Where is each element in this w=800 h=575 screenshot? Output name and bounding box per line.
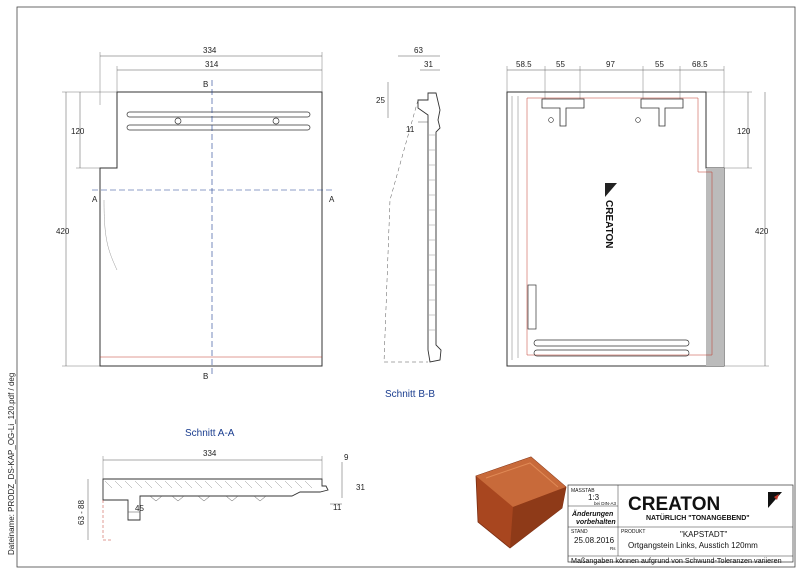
dim-11-bb: 11 (406, 125, 415, 134)
section-bb-hatch (429, 134, 435, 331)
dim-120-bottom: 120 (737, 127, 751, 136)
section-aa-label: Schnitt A-A (185, 428, 235, 439)
section-bb-profile (417, 92, 442, 363)
massstab-note: bei DIN-A3 (594, 501, 617, 506)
top-view-outline (99, 91, 323, 367)
dim-55-b: 55 (655, 60, 664, 69)
stand-value: 25.08.2016 (574, 536, 615, 545)
top-view-curve (103, 199, 118, 271)
dim-31-bb: 31 (424, 60, 433, 69)
bottom-view-red-inner (526, 97, 713, 356)
dim-9: 9 (344, 453, 349, 462)
changes-line-2: vorbehalten (576, 519, 616, 526)
stand-initials: Rs (610, 546, 616, 551)
bottom-logo-text: CREATON (603, 200, 614, 249)
bottom-rail-1 (533, 339, 690, 347)
side-file-note: Dateiname: PRODZ_DS-KAP_OG-Li_120.pdf / … (7, 373, 16, 555)
brand-logo-icon (768, 492, 782, 508)
dim-63: 63 (414, 46, 423, 55)
dim-314: 314 (205, 60, 219, 69)
stand-label: STAND (571, 529, 588, 535)
changes-line-1: Änderungen (571, 510, 613, 518)
bottom-view-shaded-edge (706, 168, 724, 366)
section-mark-b-bottom: B (203, 372, 208, 381)
bottom-view-outline (506, 91, 725, 367)
product-description: Ortgangstein Links, Ausstich 120mm (628, 541, 758, 550)
bottom-view-left-edge (511, 96, 519, 360)
tile-product-image (475, 456, 567, 549)
hole-right (635, 117, 641, 123)
tile-side-face (510, 487, 566, 548)
dim-45: 45 (135, 504, 144, 513)
dim-420: 420 (56, 227, 70, 236)
section-aa-view: Schnitt A-A 334 63 - 88 45 9 31 11 (77, 428, 365, 541)
brand-tagline: NATÜRLICH "TONANGEBEND" (646, 513, 750, 522)
dim-55-a: 55 (556, 60, 565, 69)
hook-right (640, 98, 684, 127)
massstab-value: 1:3 (588, 493, 600, 502)
sheet-frame (16, 6, 796, 568)
creaton-mark-icon (605, 183, 617, 197)
section-mark-a-left: A (92, 195, 98, 204)
section-bb-view: 63 31 25 11 Schnitt B-B (376, 46, 442, 400)
section-aa-profile (102, 478, 329, 521)
tile-ridge (485, 462, 559, 488)
dim-120-top: 120 (71, 127, 85, 136)
dim-31-aa: 31 (356, 483, 365, 492)
bottom-view: CREATON 58.5 55 97 55 68.5 120 420 (506, 60, 769, 367)
section-bb-phantom (383, 99, 428, 363)
section-aa-phantom (102, 500, 112, 541)
produkt-label: PRODUKT (621, 529, 645, 535)
section-aa-hatch (104, 480, 313, 489)
section-mark-a-right: A (329, 195, 335, 204)
brand-logo-accent-icon (774, 494, 779, 500)
dim-334: 334 (203, 46, 217, 55)
title-block: MASSTAB 1:3 bei DIN-A3 Änderungen vorbeh… (567, 484, 794, 565)
side-lug (527, 284, 537, 330)
dim-11-aa: 11 (333, 503, 342, 512)
section-bb-label: Schnitt B-B (385, 389, 435, 400)
dim-63-88: 63 - 88 (77, 500, 86, 525)
dim-97: 97 (606, 60, 615, 69)
section-aa-ribs (149, 495, 267, 502)
top-view-rail-2 (126, 124, 311, 131)
dim-58-5: 58.5 (516, 60, 532, 69)
top-view-rail-1 (126, 111, 311, 118)
dim-25: 25 (376, 96, 385, 105)
brand-name: CREATON (628, 494, 720, 515)
dim-334-aa: 334 (203, 449, 217, 458)
product-name: "KAPSTADT" (680, 530, 727, 539)
hole-left (548, 117, 554, 123)
tile-top-face (476, 457, 566, 507)
dim-68-5: 68.5 (692, 60, 708, 69)
massstab-label: MASSTAB (571, 488, 595, 494)
hook-left (541, 98, 585, 127)
nail-hole-left (174, 117, 182, 125)
tolerance-footer: Maßangaben können aufgrund von Schwund-T… (571, 556, 782, 565)
bottom-rail-2 (533, 349, 690, 357)
top-view: B B A A 334 314 420 120 (56, 46, 335, 381)
dim-420-bottom: 420 (755, 227, 769, 236)
section-mark-b-top: B (203, 80, 208, 89)
nail-hole-right (272, 117, 280, 125)
title-block-frame (567, 484, 794, 563)
